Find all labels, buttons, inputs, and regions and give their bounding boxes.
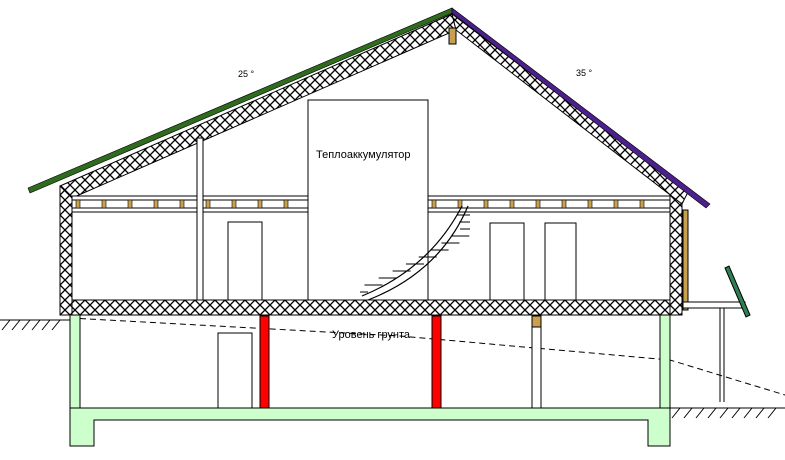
right-wall-cladding (682, 209, 689, 311)
joist (561, 199, 567, 209)
heat-accumulator (307, 99, 429, 301)
joist (587, 199, 593, 209)
joist (535, 199, 541, 209)
roof-cover-right (451, 7, 711, 209)
joists-left (75, 199, 289, 209)
foundation (69, 314, 671, 447)
heat-accumulator-label: Теплоаккумулятор (316, 149, 411, 161)
roof-angle-right: 35 ° (576, 68, 593, 78)
joist (639, 199, 645, 209)
left-wall (59, 185, 73, 316)
joist (231, 199, 237, 209)
ground-floor-door-3 (544, 222, 577, 301)
basement-pillar-left (259, 315, 270, 409)
joist (431, 199, 437, 209)
interior-post (196, 137, 204, 301)
post-cap (531, 315, 542, 328)
joist (483, 199, 489, 209)
roof-angle-left: 25 ° (238, 69, 255, 79)
ground-floor-door-2 (489, 222, 525, 301)
roof-insulation-right (451, 12, 689, 205)
ground-level-label: Уровень грунта (332, 329, 411, 341)
solar-canopy (682, 265, 751, 402)
joist (283, 199, 289, 209)
right-wall (669, 185, 683, 316)
spiral-staircase (360, 205, 470, 301)
ground-floor-door-1 (227, 221, 263, 301)
ground-left (0, 319, 70, 331)
joist (257, 199, 263, 209)
joist (509, 199, 515, 209)
joist (179, 199, 185, 209)
ground-right (670, 407, 785, 419)
solar-panel (724, 265, 751, 318)
basement-pillar-right (431, 315, 442, 409)
joist (127, 199, 133, 209)
basement-door (217, 332, 253, 409)
floor-slab (67, 299, 675, 316)
joists-right (431, 199, 645, 209)
joist (75, 199, 81, 209)
joist (205, 199, 211, 209)
joist (613, 199, 619, 209)
ridge-post (448, 27, 457, 45)
joist (153, 199, 159, 209)
ground-level-line (69, 317, 785, 396)
joist (101, 199, 107, 209)
basement-post (531, 326, 542, 409)
